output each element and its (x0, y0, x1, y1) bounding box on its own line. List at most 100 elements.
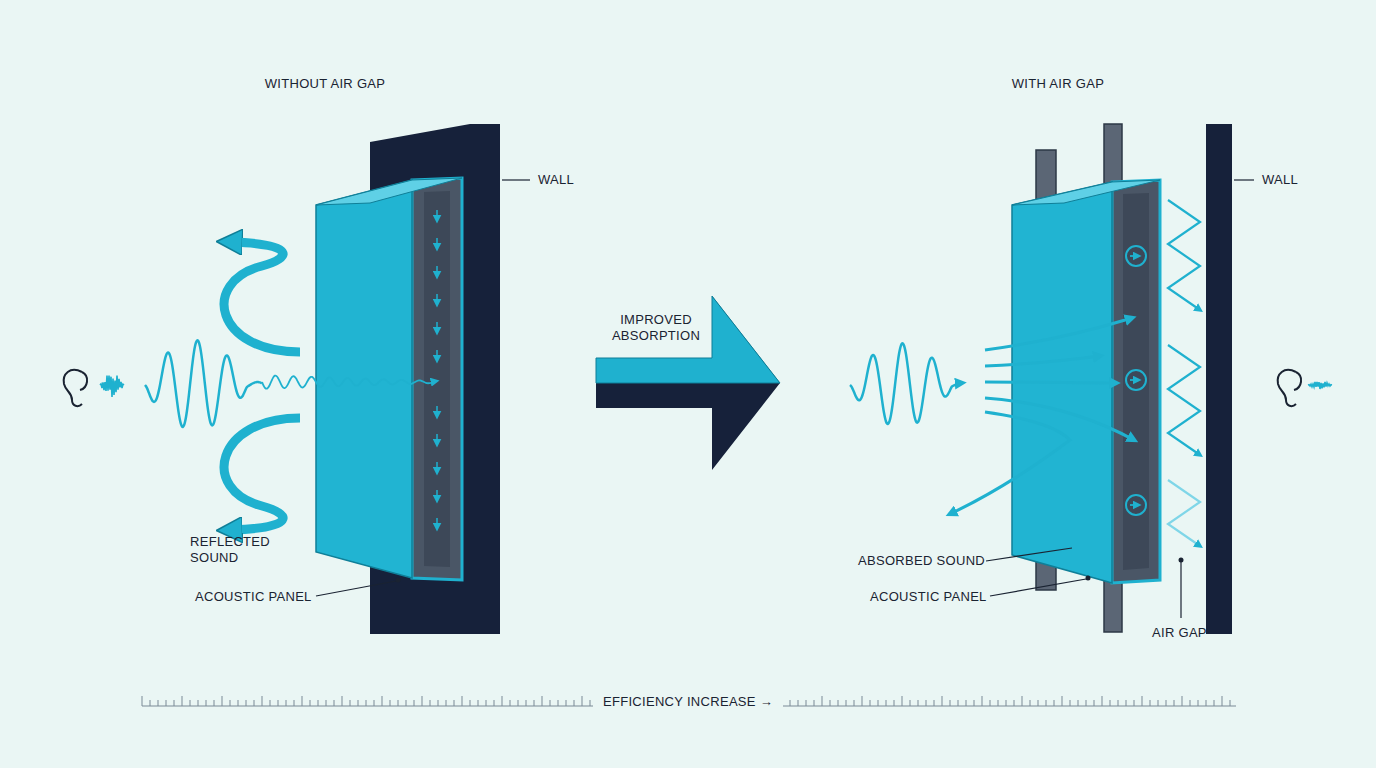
scale-tick (222, 696, 223, 706)
scale-tick (518, 700, 519, 706)
scale-tick (286, 700, 287, 706)
scale-tick (1054, 700, 1055, 706)
flow-markers (1126, 246, 1146, 515)
scale-tick (582, 696, 583, 706)
panel-side (1112, 180, 1160, 583)
scale-tick (350, 700, 351, 706)
scale-tick (806, 700, 807, 706)
scale-tick (1150, 700, 1151, 706)
part-label: WALL (1262, 172, 1298, 188)
scale-tick (398, 700, 399, 706)
transmitted-wave (262, 376, 436, 389)
scale-tick (342, 696, 343, 706)
air-gap-reflections (1168, 200, 1200, 546)
scale-tick (1166, 700, 1167, 706)
scale-tick (990, 700, 991, 706)
panel-side (412, 178, 462, 580)
down-arrow (436, 238, 438, 248)
flow-circle (1126, 246, 1146, 266)
scale-tick (1190, 700, 1191, 706)
scale-tick (550, 700, 551, 706)
leader-dot (396, 578, 401, 583)
reflected-arrow (224, 418, 300, 530)
panel-top (316, 178, 462, 205)
scale-tick (1022, 696, 1023, 706)
signal-line (1308, 382, 1332, 389)
scale-tick (910, 700, 911, 706)
scale-tick (982, 696, 983, 706)
scale-tick (1142, 696, 1143, 706)
down-arrow (436, 434, 438, 444)
sound-wave-line (145, 340, 262, 427)
scale-tick (358, 700, 359, 706)
ear-icon (1278, 370, 1301, 406)
scale-tick (798, 700, 799, 706)
scale-tick (902, 696, 903, 706)
down-arrow (436, 490, 438, 500)
flow-arrow (1130, 379, 1138, 381)
flow-arrow (1130, 255, 1138, 257)
leader-dot (1179, 558, 1184, 563)
scale-tick (1086, 700, 1087, 706)
leader-line (986, 548, 1072, 561)
scale-tick (374, 700, 375, 706)
arrow-highlight (596, 296, 780, 383)
scale-tick (1134, 700, 1135, 706)
scale-tick (454, 700, 455, 706)
part-label: ACOUSTIC PANEL (195, 589, 312, 605)
scale-tick (486, 700, 487, 706)
scale-tick (846, 700, 847, 706)
scale-tick (438, 700, 439, 706)
scale-tick (462, 696, 463, 706)
scale-tick (206, 700, 207, 706)
scale-tick (822, 696, 823, 706)
scale-tick (270, 700, 271, 706)
reflected-arrow (224, 242, 300, 352)
part-label: ABSORBED SOUND (858, 553, 985, 569)
scale-tick (214, 700, 215, 706)
scale-tick (1198, 700, 1199, 706)
scale-tick (1118, 700, 1119, 706)
scale-tick (886, 700, 887, 706)
node-text: IMPROVED ABSORPTION (604, 312, 708, 344)
arrow-shape: IMPROVED ABSORPTION (596, 296, 780, 440)
scale-tick (526, 700, 527, 706)
scale-tick (198, 700, 199, 706)
scale-tick (950, 700, 951, 706)
panel-core (424, 191, 450, 567)
down-arrow (436, 294, 438, 304)
scale-tick (406, 700, 407, 706)
scale-tick (1046, 700, 1047, 706)
scale-tick (1110, 700, 1111, 706)
down-arrow (436, 210, 438, 220)
scale-tick (166, 700, 167, 706)
part-label: REFLECTED SOUND (190, 534, 282, 566)
scale-tick (534, 700, 535, 706)
scale-tick (966, 700, 967, 706)
scale-tick (1214, 700, 1215, 706)
scale-tick (230, 700, 231, 706)
scale-tick (366, 700, 367, 706)
scale-tick (542, 696, 543, 706)
zigzag-reflection (1168, 200, 1200, 310)
part-label: WITH AIR GAP (1012, 76, 1104, 92)
scale-tick (278, 700, 279, 706)
leader-line (1234, 179, 1254, 180)
scale-tick (838, 700, 839, 706)
scale-tick (1222, 696, 1223, 706)
vibration-arrows (437, 210, 438, 528)
scale-tick (142, 696, 143, 706)
down-arrow (436, 350, 438, 360)
scale-tick (326, 700, 327, 706)
flow-circle (1126, 495, 1146, 515)
scale-tick (926, 700, 927, 706)
part-label: EFFICIENCY INCREASE → (593, 694, 783, 710)
scale-tick (254, 700, 255, 706)
scale-tick (1158, 700, 1159, 706)
signal-line (100, 375, 124, 397)
scale-tick (830, 700, 831, 706)
scale-tick (814, 700, 815, 706)
scale-tick (318, 700, 319, 706)
scale-tick (1014, 700, 1015, 706)
